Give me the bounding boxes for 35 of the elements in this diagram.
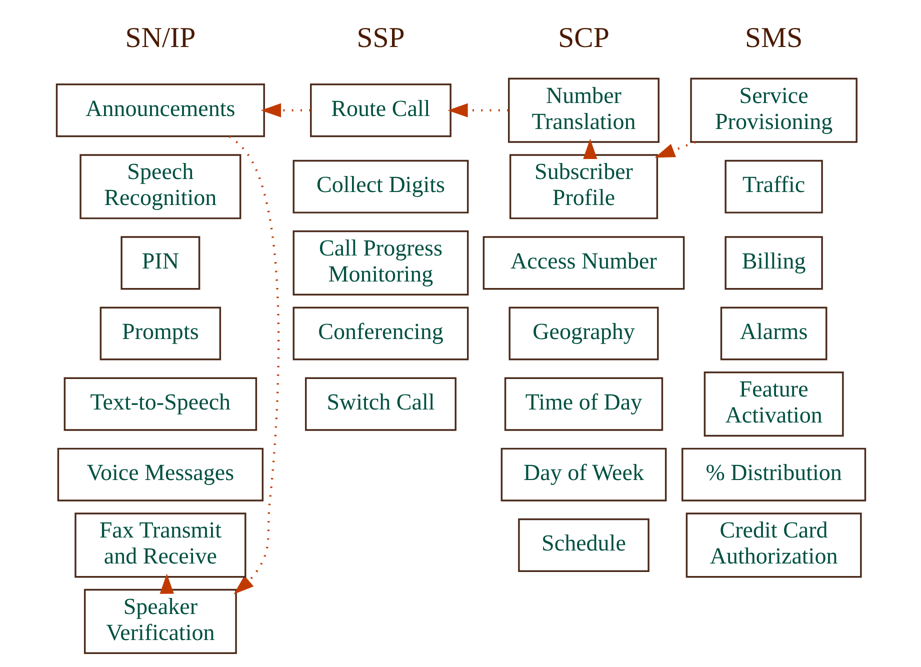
arrow — [447, 103, 508, 118]
node-box: Access Number — [482, 236, 684, 290]
node-box: Collect Digits — [292, 160, 468, 214]
arrow — [582, 138, 597, 159]
arrow — [260, 103, 310, 118]
node-box: Alarms — [720, 306, 827, 360]
node-box: Number Translation — [508, 78, 659, 143]
node-box: Schedule — [518, 518, 649, 572]
node-box: Announcements — [55, 84, 264, 138]
node-box: Geography — [508, 306, 658, 360]
node-box: Switch Call — [304, 377, 456, 431]
node-box: Prompts — [99, 306, 221, 360]
arrow — [228, 136, 280, 594]
node-box: PIN — [120, 236, 200, 290]
node-box: Day of Week — [500, 448, 666, 502]
node-box: Speech Recognition — [79, 154, 241, 220]
node-box: Text-to-Speech — [63, 377, 257, 431]
node-box: Call Progress Monitoring — [292, 230, 468, 296]
node-box: Credit Card Authorization — [685, 512, 862, 578]
node-box: % Distribution — [681, 448, 866, 502]
arrow — [159, 574, 174, 594]
node-box: Voice Messages — [56, 448, 264, 502]
node-box: Fax Transmit and Receive — [74, 512, 246, 578]
node-box: Billing — [724, 236, 822, 290]
label: SN/IP — [124, 22, 196, 54]
label: SMS — [744, 22, 802, 54]
arrow — [654, 141, 696, 158]
node-box: Traffic — [724, 160, 822, 214]
label: SSP — [356, 22, 404, 54]
node-box: Service Provisioning — [690, 78, 857, 143]
node-box: Route Call — [310, 84, 451, 138]
node-box: Feature Activation — [703, 372, 844, 437]
node-box: Conferencing — [292, 306, 468, 360]
node-box: Time of Day — [504, 377, 663, 431]
label: SCP — [558, 22, 609, 54]
